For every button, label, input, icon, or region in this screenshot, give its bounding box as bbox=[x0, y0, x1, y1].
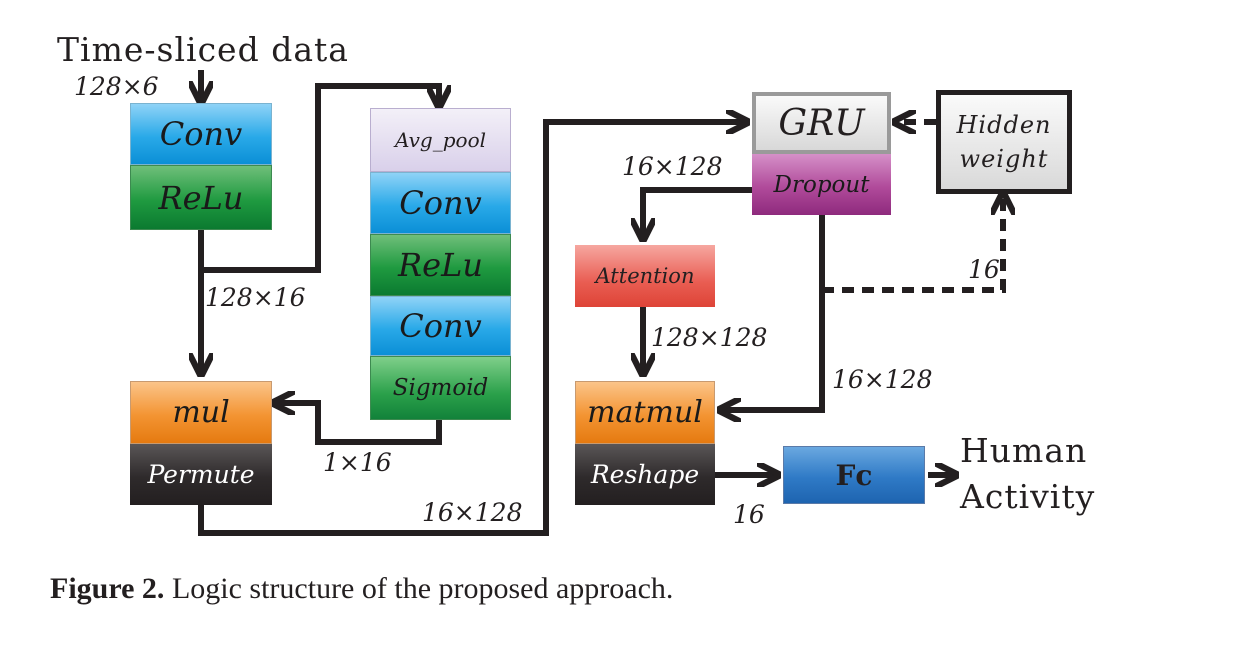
gru-block: GRU bbox=[752, 92, 891, 154]
fc-block: Fc bbox=[783, 446, 925, 504]
hidden-weight-line2: weight bbox=[959, 145, 1049, 173]
label-dropout-to-attention: 16×128 bbox=[622, 152, 723, 181]
arrow-permute-to-gru bbox=[198, 122, 745, 536]
dropout-block: Dropout bbox=[752, 154, 891, 215]
sigmoid-block: Sigmoid bbox=[370, 356, 511, 420]
hidden-weight-line1: Hidden bbox=[956, 111, 1052, 139]
label-attention-out: 128×128 bbox=[651, 323, 768, 352]
avg-pool-block: Avg_pool bbox=[370, 108, 511, 172]
reshape-block: Reshape bbox=[575, 444, 715, 505]
relu-block-2: ReLu bbox=[370, 234, 511, 296]
attention-block: Attention bbox=[575, 245, 715, 307]
caption-text: Logic structure of the proposed approach… bbox=[164, 572, 674, 605]
output-line2: Activity bbox=[960, 477, 1096, 516]
label-dropout-to-matmul: 16×128 bbox=[832, 365, 933, 394]
conv-block-3: Conv bbox=[370, 296, 511, 356]
label-input-dim: 128×6 bbox=[74, 72, 159, 101]
arrow-branch-to-avgpool bbox=[201, 83, 439, 273]
conv-block-1: Conv bbox=[130, 103, 272, 165]
permute-block: Permute bbox=[130, 444, 272, 505]
label-reshape-out: 16 bbox=[733, 500, 765, 529]
caption-label: Figure 2. bbox=[50, 572, 165, 605]
arrow-sigmoid-to-mul bbox=[276, 403, 442, 445]
hidden-weight-block: Hidden weight bbox=[936, 90, 1072, 194]
label-hidden-dim: 16 bbox=[968, 255, 1000, 284]
label-sigmoid-out: 1×16 bbox=[323, 448, 392, 477]
output-label: Human Activity bbox=[960, 428, 1095, 520]
arrow-feedback-to-hidden bbox=[822, 196, 1003, 293]
mul-block: mul bbox=[130, 381, 272, 444]
relu-block-1: ReLu bbox=[130, 165, 272, 230]
figure-caption: Figure 2. Logic structure of the propose… bbox=[50, 572, 673, 606]
arrow-dropout-to-matmul bbox=[722, 215, 825, 410]
label-permute-out: 16×128 bbox=[422, 498, 523, 527]
matmul-block: matmul bbox=[575, 381, 715, 444]
input-title: Time-sliced data bbox=[57, 30, 349, 69]
output-line1: Human bbox=[960, 431, 1088, 470]
label-conv-out: 128×16 bbox=[205, 283, 306, 312]
arrow-dropout-to-attention bbox=[643, 187, 752, 237]
conv-block-2: Conv bbox=[370, 172, 511, 234]
